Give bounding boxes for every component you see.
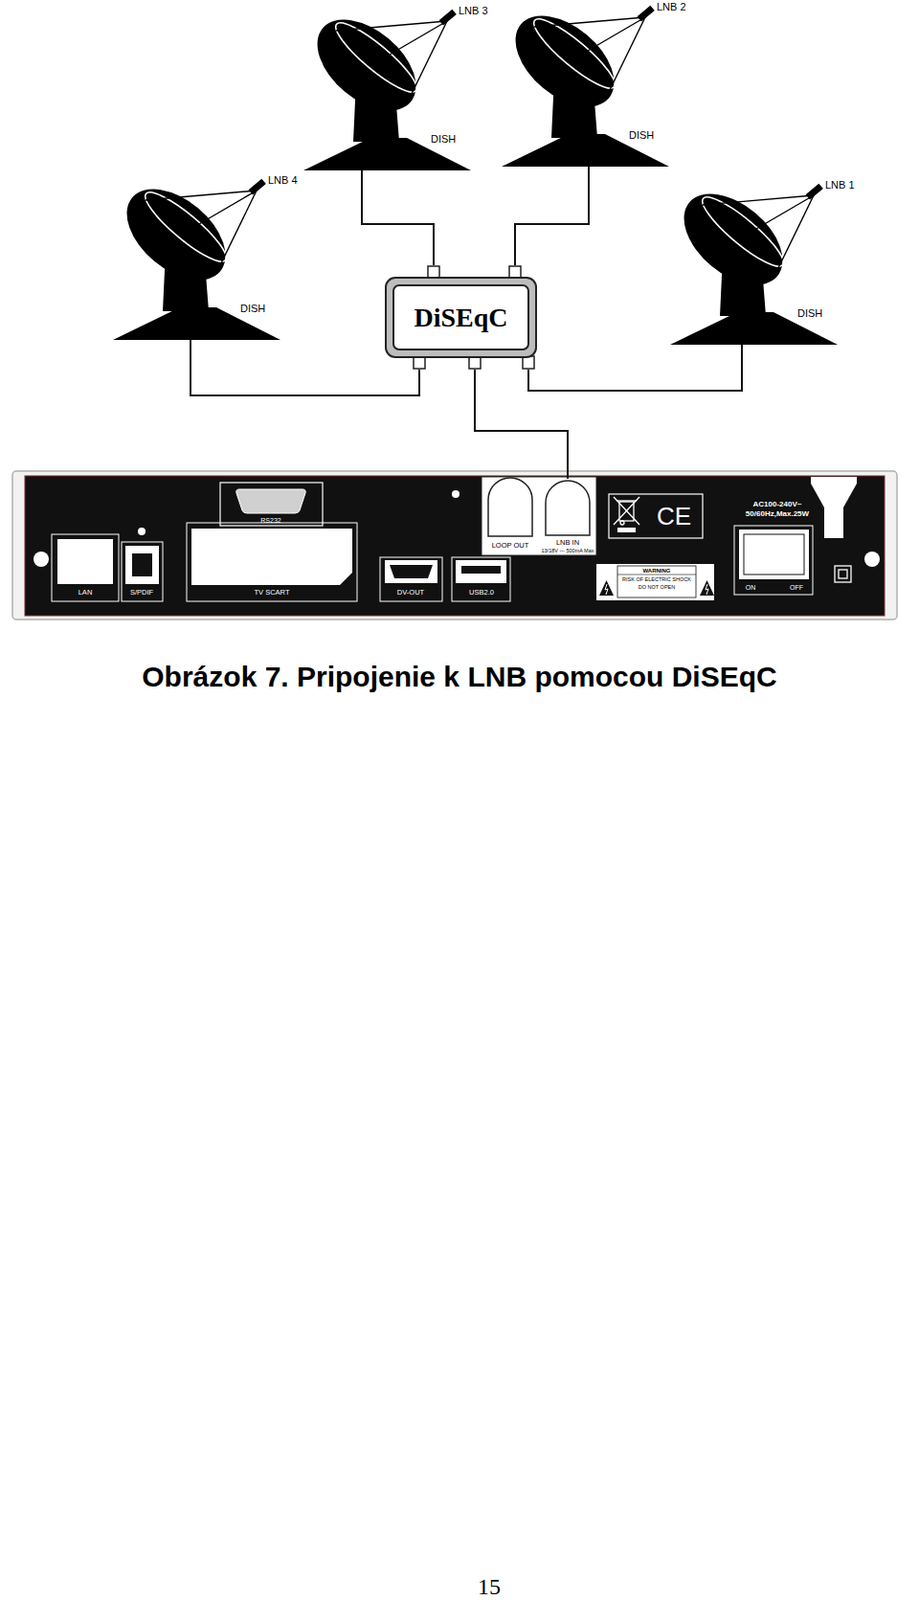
dish-label: DISH [797, 308, 823, 319]
panel-label: 50/60Hz,Max.25W [745, 510, 809, 518]
panel-label: LAN [78, 588, 93, 597]
satellite-dish: LNB 4 DISH [112, 175, 314, 340]
panel-label: S/PDIF [130, 588, 154, 597]
coax-cable [515, 166, 589, 266]
lnb-label: LNB 2 [656, 1, 687, 13]
panel-label: AC100-240V~ [753, 500, 803, 509]
panel-label: OFF [789, 583, 804, 591]
dish [110, 171, 281, 340]
satellite-dish: LNB 3 DISH [303, 5, 505, 171]
switch-label: DiSEqC [413, 302, 508, 334]
dish [667, 176, 838, 345]
page-number: 15 [477, 1574, 501, 1598]
panel-label: RISK OF ELECTRIC SHOCK [622, 577, 692, 583]
coax-cable [528, 344, 742, 391]
satellite-dish: LNB 1 DISH [670, 179, 872, 345]
panel-label: DO NOT OPEN [638, 584, 675, 591]
lnb-input-port: LNB IN13/18V --- 500mA Max [538, 478, 597, 554]
dish [300, 1, 471, 171]
lnb-label: LNB 1 [825, 179, 855, 191]
panel-label: ON [745, 583, 757, 591]
dish-label: DISH [430, 134, 456, 145]
panel-label: CE [656, 503, 692, 529]
receiver-back-panel [12, 470, 897, 620]
port-rating: 13/18V --- 500mA Max [540, 548, 594, 555]
satellite-dish: LNB 2 DISH [501, 1, 703, 167]
port-label: LNB IN [556, 538, 580, 547]
figure-caption: Obrázok 7. Pripojenie k LNB pomocou DiSE… [0, 660, 919, 693]
panel-label: WARNING [643, 567, 672, 574]
dish-label: DISH [240, 303, 266, 314]
lnb-label: LNB 3 [458, 5, 489, 17]
panel-label: DV-OUT [397, 588, 425, 597]
panel-label: RS232 [260, 516, 281, 524]
dish [498, 0, 670, 167]
dish-label: DISH [628, 130, 654, 141]
coax-cable [361, 170, 434, 266]
panel-label: TV SCART [254, 588, 291, 597]
panel-label: LOOP OUT [492, 541, 530, 550]
lnb-label: LNB 4 [268, 175, 298, 186]
diseqc-switch: DiSEqC [384, 265, 538, 370]
f-connector [543, 478, 592, 537]
panel-label: USB2.0 [469, 588, 494, 597]
coax-cable [474, 369, 568, 479]
